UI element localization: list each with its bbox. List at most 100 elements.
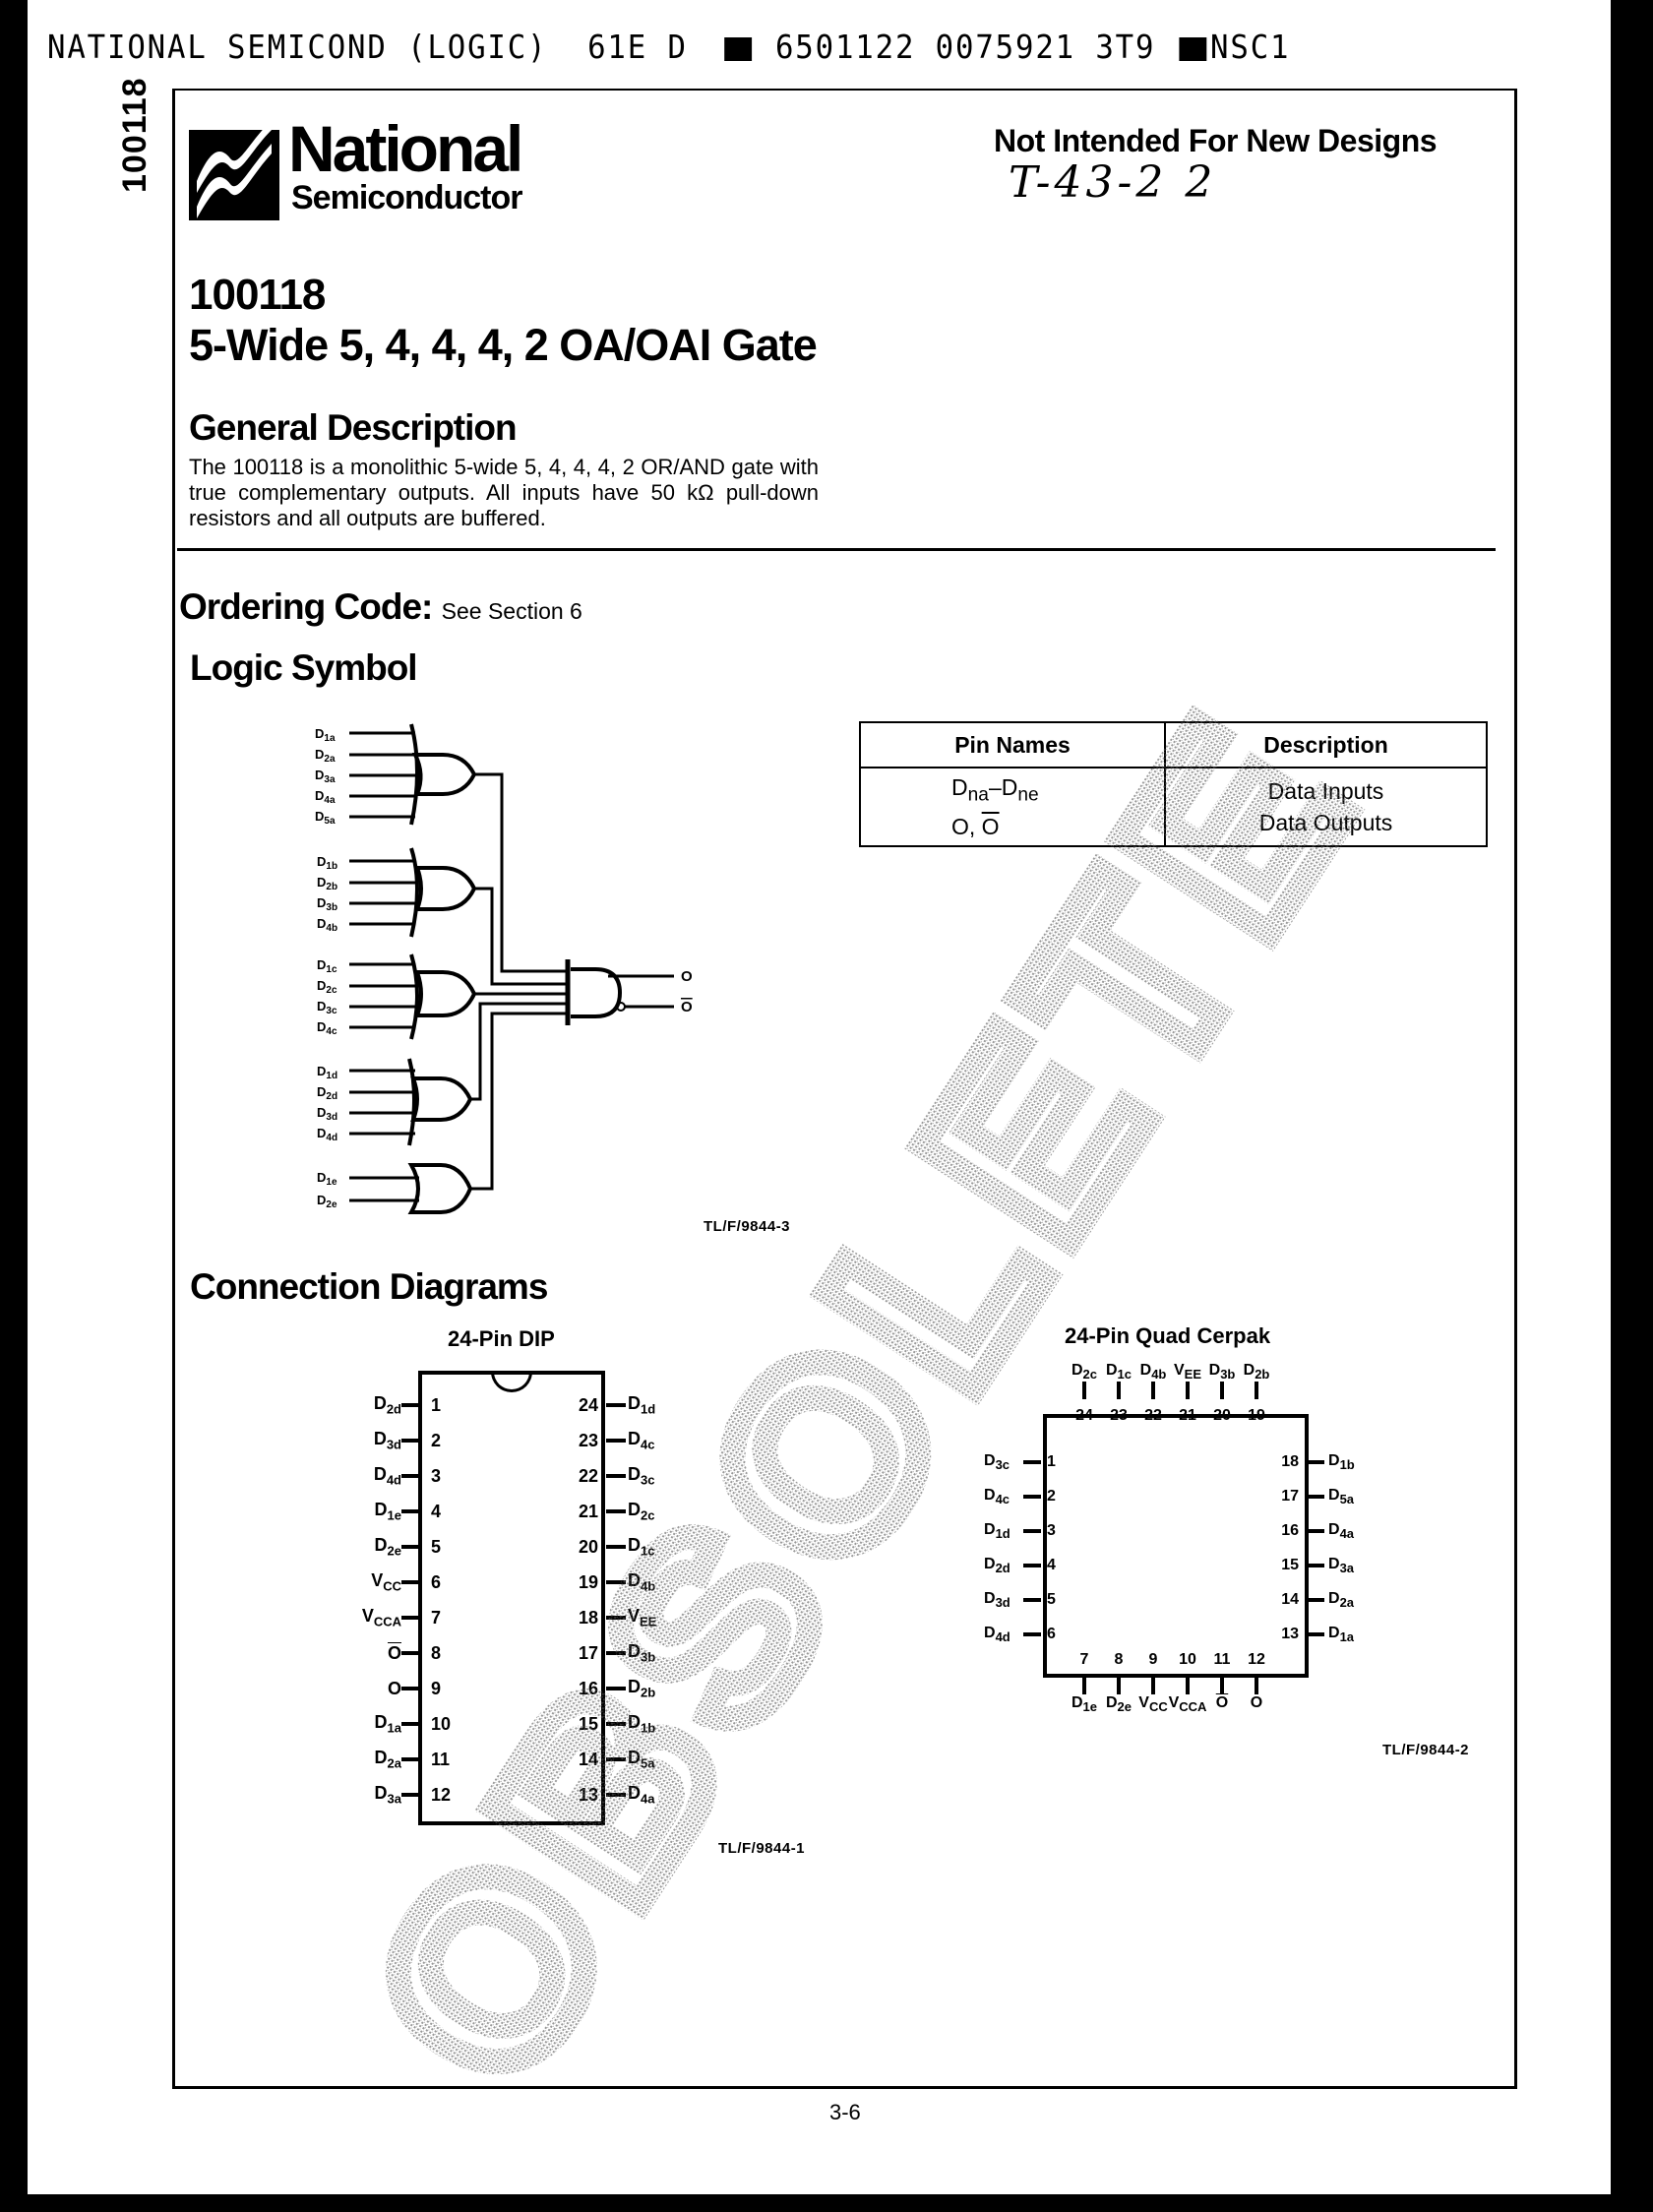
pin-lead bbox=[1255, 1677, 1258, 1694]
pin-number: 1 bbox=[431, 1394, 442, 1415]
pin-lead bbox=[1307, 1598, 1324, 1602]
pin-label: D4b bbox=[1139, 1362, 1167, 1382]
pin-number: 2 bbox=[1047, 1488, 1056, 1505]
svg-text:D1b: D1b bbox=[317, 854, 337, 872]
pin-lead bbox=[1151, 1382, 1155, 1400]
pin-number: 16 bbox=[578, 1678, 598, 1698]
pin-number: 8 bbox=[1114, 1651, 1124, 1668]
svg-text:D1e: D1e bbox=[317, 1170, 337, 1188]
pin-lead bbox=[401, 1545, 419, 1549]
pin-lead bbox=[606, 1474, 626, 1478]
pin-number: 18 bbox=[1281, 1453, 1299, 1470]
redaction-block-icon bbox=[1179, 36, 1207, 61]
pin-label: D4d bbox=[984, 1624, 1010, 1645]
svg-text:D1c: D1c bbox=[317, 957, 337, 975]
pin-lead bbox=[1307, 1460, 1324, 1464]
pin-lead bbox=[1023, 1632, 1041, 1636]
handwritten-code: T-43-2 2 bbox=[1009, 157, 1217, 208]
svg-text:D2a: D2a bbox=[315, 747, 336, 765]
pin-number: 19 bbox=[1248, 1407, 1265, 1425]
dip-pin: 16 D2b bbox=[571, 1674, 655, 1703]
pin-lead bbox=[1255, 1382, 1258, 1400]
scan-border-bottom bbox=[0, 2194, 1653, 2212]
pin-label: O bbox=[387, 1642, 401, 1663]
pin-lead bbox=[1307, 1632, 1324, 1636]
pin-number: 4 bbox=[431, 1501, 442, 1521]
logic-symbol-heading: Logic Symbol bbox=[190, 647, 418, 688]
pin-label: O bbox=[387, 1678, 401, 1698]
pin-lead bbox=[1023, 1598, 1041, 1602]
pin-label: D2b bbox=[628, 1677, 656, 1700]
svg-text:D2e: D2e bbox=[317, 1193, 337, 1210]
pin-label: O bbox=[1215, 1694, 1229, 1711]
pin-name: D bbox=[1001, 773, 1018, 800]
pin-lead bbox=[401, 1439, 419, 1443]
pin-lead bbox=[606, 1509, 626, 1513]
pin-label: D3a bbox=[1328, 1555, 1355, 1576]
pin-number: 7 bbox=[1079, 1651, 1089, 1668]
pin-lead bbox=[606, 1616, 626, 1620]
pin-names-table: Pin Names Description Dna–Dne O, O Data … bbox=[859, 721, 1488, 847]
pin-lead bbox=[401, 1651, 419, 1655]
pin-label: D1a bbox=[1328, 1624, 1355, 1645]
svg-text:D3c: D3c bbox=[317, 999, 337, 1016]
pin-number: 18 bbox=[578, 1607, 598, 1628]
pin-lead bbox=[606, 1439, 626, 1443]
pin-number: 14 bbox=[578, 1749, 598, 1769]
pin-label: D4d bbox=[373, 1464, 401, 1488]
pin-label: D3a bbox=[374, 1783, 401, 1807]
svg-text:D2b: D2b bbox=[317, 875, 337, 892]
pin-label: D3b bbox=[628, 1641, 656, 1665]
connection-diagrams-heading: Connection Diagrams bbox=[190, 1266, 548, 1307]
general-description-heading: General Description bbox=[189, 407, 518, 448]
pin-lead bbox=[401, 1687, 419, 1690]
pin-names-cell: Dna–Dne O, O bbox=[859, 767, 1166, 847]
pin-name-inverted: O bbox=[981, 814, 1000, 840]
pin-lead bbox=[1023, 1564, 1041, 1567]
pin-subscript: ne bbox=[1017, 784, 1039, 806]
pin-number: 23 bbox=[578, 1430, 598, 1450]
pin-label: D2e bbox=[1105, 1694, 1133, 1715]
column-header: Description bbox=[1164, 721, 1488, 768]
svg-text:D4b: D4b bbox=[317, 916, 337, 934]
pin-lead bbox=[401, 1474, 419, 1478]
pin-lead bbox=[606, 1651, 626, 1655]
pin-number: 5 bbox=[431, 1536, 442, 1557]
table-row: Dna–Dne O, O Data Inputs Data Outputs bbox=[859, 767, 1488, 847]
scan-header-mid: 6501122 0075921 3T9 bbox=[774, 28, 1156, 66]
pin-label: VCC bbox=[371, 1570, 401, 1594]
pin-number: 17 bbox=[1281, 1488, 1299, 1505]
status-note: Not Intended For New Designs bbox=[994, 123, 1438, 158]
and-gate-output bbox=[565, 959, 674, 1025]
pin-lead bbox=[401, 1580, 419, 1584]
pin-number: 19 bbox=[578, 1571, 598, 1592]
pin-number: 22 bbox=[578, 1465, 598, 1486]
pin-lead bbox=[401, 1509, 419, 1513]
pin-label: D2d bbox=[373, 1393, 401, 1417]
pin-lead bbox=[1082, 1382, 1086, 1400]
svg-text:D4d: D4d bbox=[317, 1126, 337, 1143]
pin-lead bbox=[1220, 1677, 1224, 1694]
pin-lead bbox=[1023, 1460, 1041, 1464]
pin-number: 11 bbox=[431, 1749, 451, 1769]
pin-number: 17 bbox=[578, 1642, 598, 1663]
pin-label: D1e bbox=[1071, 1694, 1098, 1715]
pin-number: 8 bbox=[431, 1642, 442, 1663]
